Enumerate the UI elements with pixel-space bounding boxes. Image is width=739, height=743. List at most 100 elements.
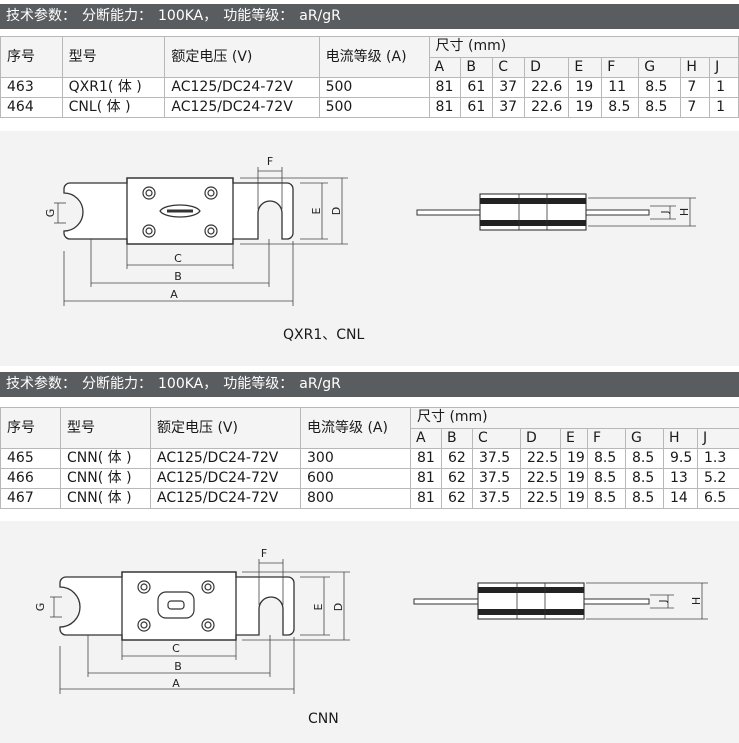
banner-value-class: aR/gR	[299, 8, 341, 24]
header-index: 序号	[0, 36, 63, 78]
banner-label-class: 功能等级：	[223, 8, 294, 24]
header-voltage: 额定电压 (V)	[164, 36, 320, 78]
cell-dim-e: 19	[560, 468, 588, 489]
cell-current: 500	[318, 77, 430, 98]
fuse-side-view	[416, 193, 650, 231]
cell-dim-f: 8.5	[587, 488, 626, 509]
header-model: 型号	[60, 407, 151, 449]
cell-dim-e: 19	[560, 488, 588, 509]
dim-header-c: C	[492, 56, 526, 78]
cell-dim-g: 8.5	[625, 468, 664, 489]
dim-label-j: J	[660, 211, 671, 215]
dim-label-a: A	[170, 288, 178, 301]
cell-dim-d: 22.5	[520, 448, 561, 469]
dim-header-g: G	[638, 56, 682, 78]
cell-dim-a: 81	[410, 448, 442, 469]
header-dimensions: 尺寸 (mm)	[409, 407, 739, 429]
cell-dim-c: 37	[492, 77, 526, 98]
banner-label-breaking: 分断能力：	[82, 8, 152, 24]
dim-label-h: H	[678, 208, 691, 216]
dim-header-e: E	[568, 56, 603, 78]
dim-header-h: H	[680, 56, 711, 78]
cell-dim-f: 11	[601, 77, 640, 98]
dim-label-g: G	[44, 209, 57, 218]
cell-index: 463	[0, 77, 63, 98]
cell-voltage: AC125/DC24-72V	[150, 488, 301, 509]
banner-value-breaking: 100KA，	[158, 376, 218, 392]
dim-header-f: F	[601, 56, 640, 78]
banner-value-breaking: 100KA，	[158, 8, 218, 24]
cell-dim-c: 37.5	[472, 468, 521, 489]
cell-dim-a: 81	[428, 77, 462, 98]
cell-current: 500	[318, 97, 430, 118]
dim-label-j: J	[658, 600, 669, 604]
cell-model: CNL( 体 )	[61, 97, 166, 118]
header-dimensions: 尺寸 (mm)	[428, 36, 739, 58]
cell-dim-b: 61	[460, 97, 494, 118]
cell-model: CNN( 体 )	[60, 468, 151, 489]
dim-header-b: B	[460, 56, 494, 78]
banner-label-breaking: 分断能力：	[82, 376, 152, 392]
cell-model: QXR1( 体 )	[61, 77, 166, 98]
dim-label-e: E	[310, 207, 323, 214]
dim-header-d: D	[520, 427, 561, 449]
cell-voltage: AC125/DC24-72V	[164, 77, 320, 98]
fuse-side-view	[413, 582, 650, 620]
dim-header-a: A	[428, 56, 462, 78]
banner-label-spec: 技术参数：	[6, 8, 76, 24]
cell-dim-b: 61	[460, 77, 494, 98]
cell-dim-f: 8.5	[601, 97, 640, 118]
cell-dim-d: 22.6	[524, 77, 570, 98]
fuse-window	[159, 204, 201, 218]
header-voltage: 额定电压 (V)	[150, 407, 301, 449]
cell-dim-f: 8.5	[587, 468, 626, 489]
header-current: 电流等级 (A)	[300, 407, 411, 449]
dim-header-f: F	[587, 427, 626, 449]
cell-current: 800	[300, 488, 411, 509]
cell-dim-a: 81	[410, 468, 442, 489]
cell-dim-j: 1.3	[696, 448, 739, 469]
spec-banner-1: 技术参数： 分断能力： 100KA， 功能等级： aR/gR	[0, 4, 739, 29]
cell-model: CNN( 体 )	[60, 488, 151, 509]
cell-dim-e: 19	[560, 448, 588, 469]
cell-voltage: AC125/DC24-72V	[150, 448, 301, 469]
fuse-drawing-2: A B C F G E D J H	[34, 547, 708, 694]
dim-header-d: D	[524, 56, 570, 78]
cell-index: 465	[0, 448, 61, 469]
cell-voltage: AC125/DC24-72V	[150, 468, 301, 489]
cell-index: 467	[0, 488, 61, 509]
cell-dim-j: 1	[709, 77, 739, 98]
dim-label-f: F	[261, 547, 267, 560]
fuse-body	[121, 571, 237, 641]
cell-dim-j: 6.5	[696, 488, 739, 509]
cell-dim-h: 14	[663, 488, 698, 509]
banner-label-spec: 技术参数：	[6, 376, 76, 392]
cell-dim-d: 22.6	[524, 97, 570, 118]
cell-index: 466	[0, 468, 61, 489]
dim-label-h: H	[690, 597, 703, 605]
cell-dim-f: 8.5	[587, 448, 626, 469]
dim-header-b: B	[441, 427, 473, 449]
cell-current: 600	[300, 468, 411, 489]
fuse-window	[157, 591, 195, 619]
dim-header-g: G	[625, 427, 664, 449]
cell-dim-h: 7	[680, 77, 711, 98]
bolt-icon	[137, 580, 215, 632]
cell-dim-g: 8.5	[625, 448, 664, 469]
cell-dim-a: 81	[428, 97, 462, 118]
cell-dim-j: 5.2	[696, 468, 739, 489]
dim-header-c: C	[472, 427, 521, 449]
dim-header-a: A	[410, 427, 442, 449]
cell-dim-c: 37.5	[472, 488, 521, 509]
banner-label-class: 功能等级：	[223, 376, 294, 392]
dim-label-e: E	[312, 603, 325, 610]
cell-dim-c: 37.5	[472, 448, 521, 469]
banner-value-class: aR/gR	[299, 376, 341, 392]
